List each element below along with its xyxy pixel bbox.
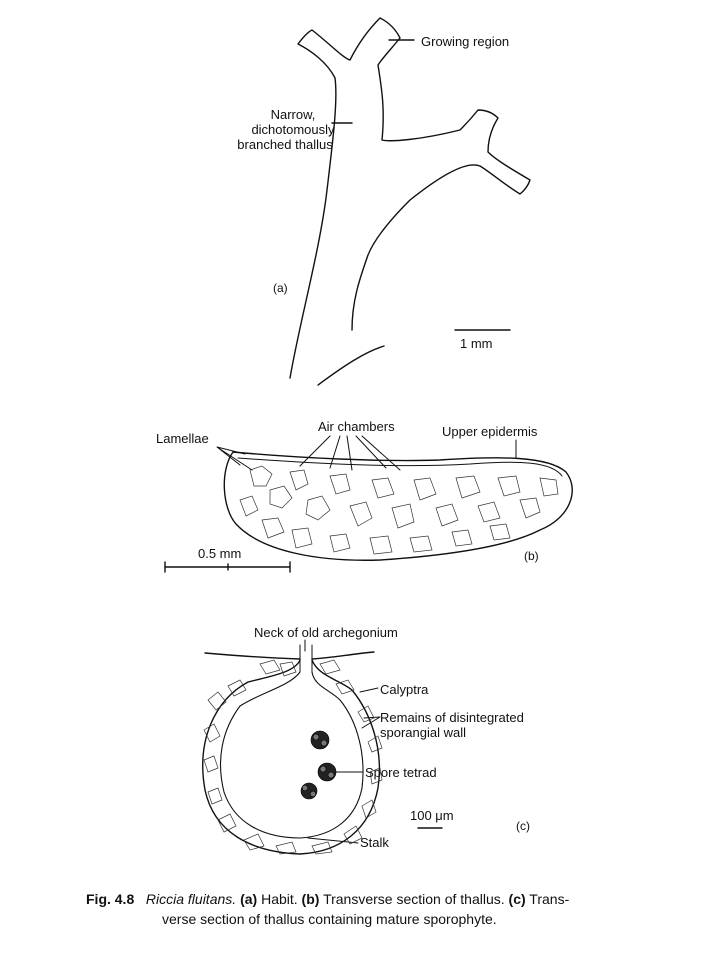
label-growing-region: Growing region [421,34,510,49]
caption-line1: Fig. 4.8 Riccia fluitans. (a) Habit. (b)… [86,889,706,909]
spore-tetrads [300,730,337,800]
section-c-surface [204,651,375,660]
caption-b-text: Transverse section of thallus. [323,891,505,907]
label-narrow-thallus-line3: branched thallus [237,137,333,152]
figure-caption: Fig. 4.8 Riccia fluitans. (a) Habit. (b)… [86,889,706,929]
upper-epidermis-b [237,457,563,477]
caption-c: (c) [508,891,526,907]
panel-label-c: (c) [516,819,530,833]
panel-label-b: (b) [524,549,539,563]
scale-label-c: 100 μm [410,808,454,823]
label-narrow-thallus-line2: dichotomously [251,122,335,137]
section-c-cells [203,659,383,855]
label-air-chambers: Air chambers [318,419,395,434]
caption-a: (a) [240,891,258,907]
label-remains-line1: Remains of disintegrated [380,710,524,725]
label-remains-line2: sporangial wall [380,725,466,740]
caption-line2: verse section of thallus containing matu… [162,911,497,927]
label-spore-tetrad: Spore tetrad [365,765,437,780]
section-b-outline [223,451,573,561]
scale-label-a: 1 mm [460,336,493,351]
caption-b: (b) [301,891,320,907]
section-c-inner-wall [219,671,364,839]
label-narrow-thallus-line1: Narrow, [270,107,316,122]
thallus-outline-base [317,345,385,386]
caption-c-text: Trans- [529,891,570,907]
section-b-cells [239,465,559,555]
caption-a-text: Habit. [261,891,298,907]
section-c-outer-wall [202,659,381,855]
panel-label-a: (a) [273,281,288,295]
label-upper-epidermis: Upper epidermis [442,424,538,439]
caption-species: Riccia fluitans. [145,891,237,907]
scale-label-b: 0.5 mm [198,546,242,561]
label-neck-of-archegonium: Neck of old archegonium [254,625,398,640]
thallus-outline-left [289,17,531,379]
caption-fig-number: Fig. 4.8 [86,891,135,907]
label-calyptra: Calyptra [380,682,429,697]
label-stalk: Stalk [360,835,389,850]
label-lamellae: Lamellae [156,431,209,446]
